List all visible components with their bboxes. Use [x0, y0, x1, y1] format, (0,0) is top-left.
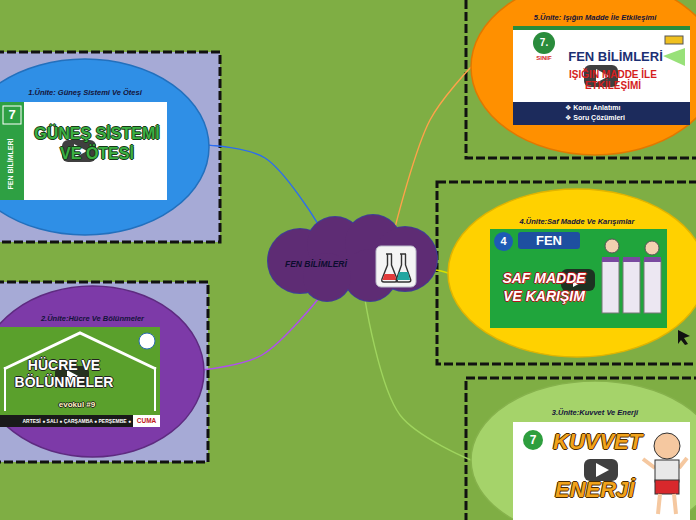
grade-label: SINIF	[525, 55, 563, 62]
subject-banner: FEN	[518, 232, 580, 249]
grade-badge: 7	[523, 430, 543, 450]
grade-badge: 4	[494, 232, 513, 251]
video-thumbnail: 4 FEN SAF MADDE VE KARIŞIM	[490, 229, 667, 328]
unit-bubble: 1.Ünite: Güneş Sistemi Ve Ötesi 7FEN BİLİ…	[0, 58, 210, 236]
bullet-item: ❖ Soru Çözümleri	[565, 114, 665, 122]
unit-bubble: 3.Ünite:Kuvvet Ve Enerji 7 KUVVET ENERJİ	[470, 380, 696, 520]
thumbnail-title: SAF MADDE VE KARIŞIM	[494, 269, 594, 305]
branch-connector	[209, 145, 318, 224]
video-thumbnail: 7FEN BİLİMLERİ GÜNEŞ SİSTEMİ VE ÖTESİ	[0, 102, 167, 200]
unit-heading: 1.Ünite: Güneş Sistemi Ve Ötesi	[0, 89, 210, 98]
side-title: FEN BİLİMLERİ	[6, 129, 16, 199]
grade-badge: 7	[3, 106, 21, 124]
unit-heading: 3.Ünite:Kuvvet Ve Enerji	[470, 409, 696, 418]
series-label: evokul #9	[47, 400, 107, 409]
unit-bubble: 5.Ünite: Işığın Madde İle Etkileşimi 7.SI…	[470, 0, 696, 156]
thumbnail-title: ENERJİ	[555, 477, 634, 502]
day-tag: CUMA	[133, 415, 160, 427]
subject-title: FEN BİLİMLERİ	[558, 50, 673, 65]
cursor-arrow	[678, 330, 690, 345]
grade-badge: 7.	[533, 32, 555, 54]
unit-heading: 4.Ünite:Saf Madde Ve Karışımlar	[447, 218, 696, 227]
branch-connector	[365, 299, 471, 460]
video-thumbnail: 7.SINIFFEN BİLİMLERİ IŞIĞIN MADDE İLE ETK…	[513, 26, 690, 125]
unit-bubble: 2.Ünite:Hücre Ve BölünmelerHÜCRE VE BÖLÜ…	[0, 285, 205, 458]
thumbnail-title: IŞIĞIN MADDE İLE ETKİLEŞİMİ	[551, 69, 675, 91]
branch-connector	[204, 297, 320, 370]
unit-heading: 5.Ünite: Işığın Madde İle Etkileşimi	[470, 14, 696, 23]
flask-icon	[375, 245, 417, 288]
unit-heading: 2.Ünite:Hücre Ve Bölünmeler	[0, 315, 205, 324]
branch-connector	[395, 67, 471, 227]
topic-title: FEN BİLİMLERİ	[285, 260, 347, 270]
thumbnail-title: KUVVET	[553, 429, 642, 454]
video-thumbnail: HÜCRE VE BÖLÜNMELER evokul #9 CUMAARTESİ ●…	[0, 327, 160, 427]
bullet-item: ❖ Konu Anlatımı	[565, 104, 665, 112]
play-icon	[596, 463, 609, 477]
video-thumbnail: 7 KUVVET ENERJİ	[513, 422, 690, 520]
thumbnail-title: GÜNEŞ SİSTEMİ VE ÖTESİ	[27, 124, 167, 164]
branch-connector	[435, 270, 449, 273]
day-strip: ARTESİ ● SALI ● ÇARŞAMBA ● PERŞEMBE ●	[0, 415, 133, 427]
unit-bubble: 4.Ünite:Saf Madde Ve Karışımlar 4 FEN SAF M…	[447, 188, 696, 358]
thumbnail-title: HÜCRE VE BÖLÜNMELER	[8, 357, 120, 391]
